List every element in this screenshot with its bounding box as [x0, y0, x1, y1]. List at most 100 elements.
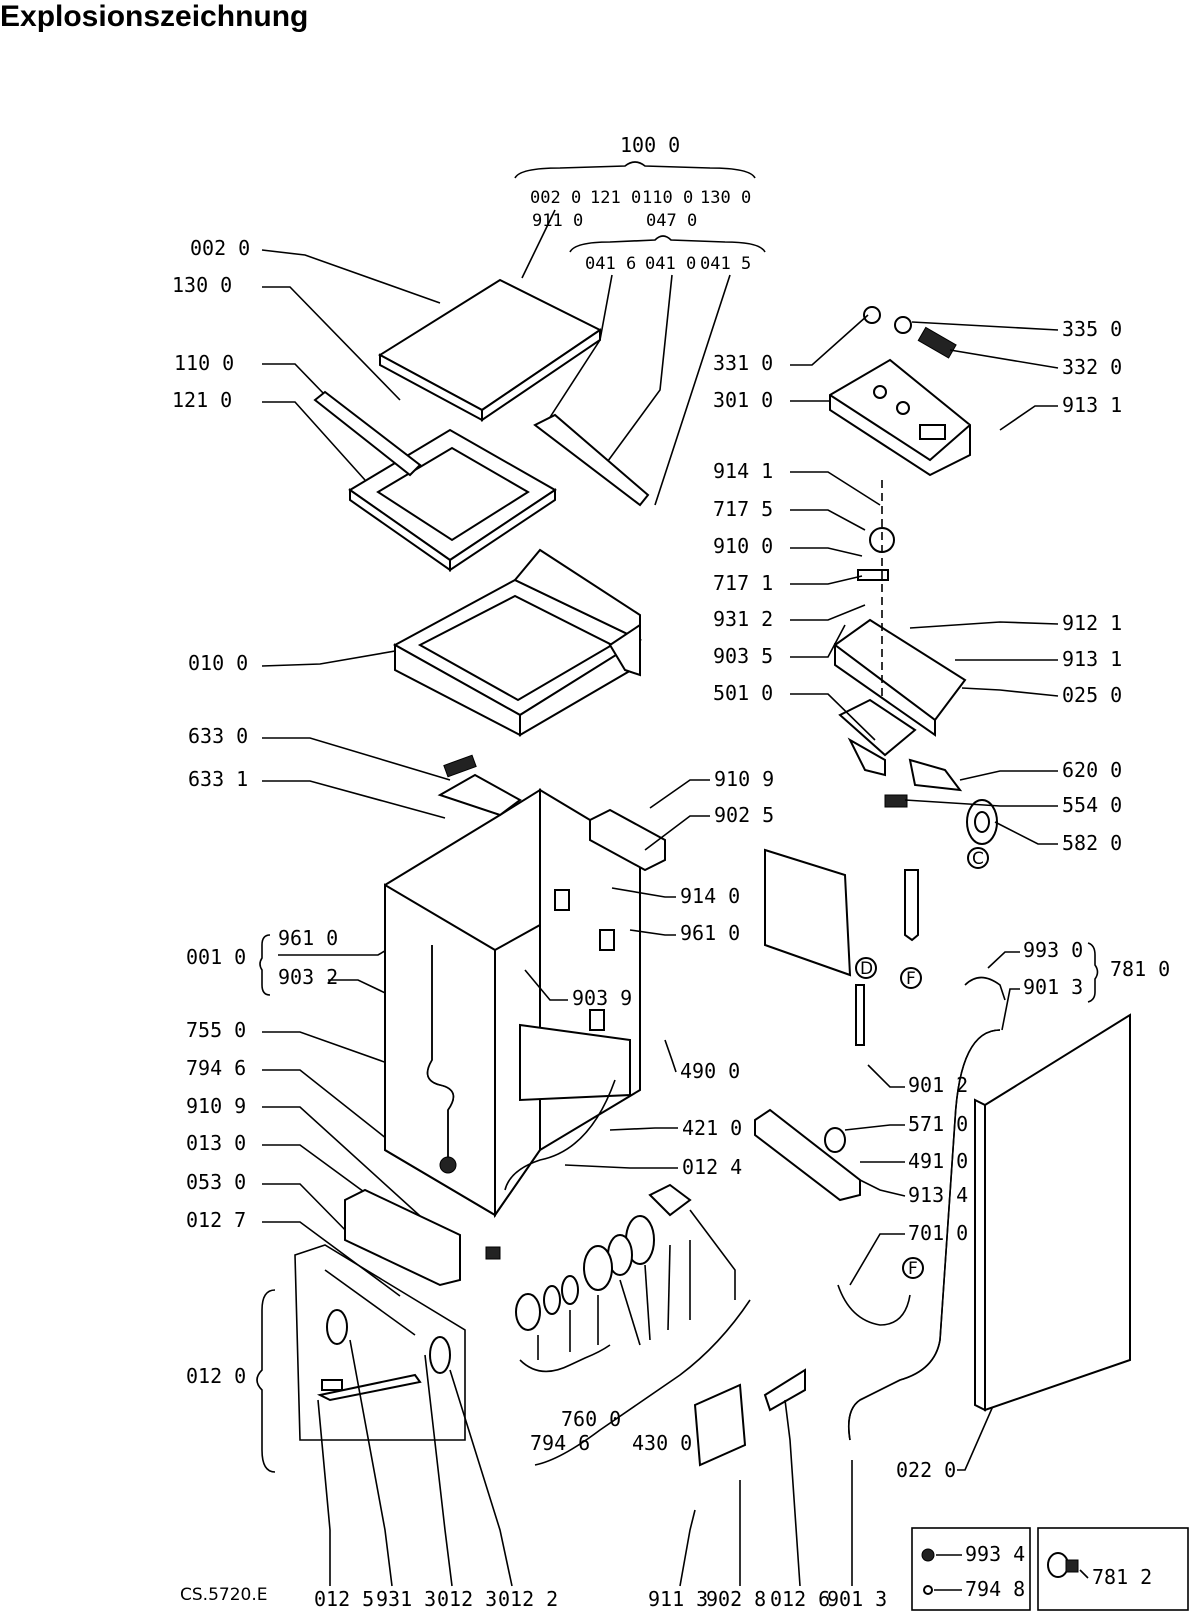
marker-label: C: [972, 849, 984, 869]
marker-label: F: [906, 969, 916, 989]
part-label: 491 0: [908, 1149, 968, 1173]
foot-part: [485, 1246, 501, 1260]
part-label: 903 5: [713, 644, 773, 668]
assembly-part-label: 002 0: [530, 188, 581, 208]
marker-label: F: [908, 1259, 918, 1279]
part-label: 421 0: [682, 1116, 742, 1140]
part-label: 901 3: [1023, 975, 1083, 999]
part-label: 760 0: [561, 1407, 621, 1431]
legend-code: 794 8: [965, 1577, 1025, 1601]
part-label: 993 0: [1023, 938, 1083, 962]
part-label: 332 0: [1062, 355, 1122, 379]
assembly-part-label: 041 5: [700, 254, 751, 274]
pulley-group: [294, 1244, 466, 1441]
assembly-part-label: 911 0: [532, 211, 583, 231]
part-label: 001 0: [186, 945, 246, 969]
part-label: 130 0: [172, 273, 232, 297]
sub-brace: [569, 235, 766, 253]
part-label: 012 2: [498, 1587, 558, 1611]
part-label: 913 1: [1062, 647, 1122, 671]
part-label: 025 0: [1062, 683, 1122, 707]
part-label: 633 1: [188, 767, 248, 791]
part-label: 012 0: [186, 1364, 246, 1388]
right-labels: 331 0 301 0 335 0 332 0 913 1 914 1 717 …: [713, 317, 1170, 1482]
bracket-part: [437, 773, 522, 817]
part-label: 121 0: [172, 388, 232, 412]
assembly-part-label: 041 6: [585, 254, 636, 274]
part-label: 911 3: [648, 1587, 708, 1611]
side-panel-part: [764, 848, 852, 977]
assembly-part-label: 121 0: [590, 188, 641, 208]
rear-bracket-part: [589, 808, 666, 872]
part-label: 931 2: [713, 607, 773, 631]
assembly-part-label: 110 0: [642, 188, 693, 208]
assembly-brace: [514, 161, 756, 179]
part-label: 620 0: [1062, 758, 1122, 782]
part-label: 301 0: [713, 388, 773, 412]
legend-code: 993 4: [965, 1542, 1025, 1566]
part-label: 903 2: [278, 965, 338, 989]
center-labels: 910 9 902 5 914 0 961 0 903 9 490 0 421 …: [572, 767, 774, 1179]
part-label: 022 0: [896, 1458, 956, 1482]
part-label: 012 7: [186, 1208, 246, 1232]
part-label: 755 0: [186, 1018, 246, 1042]
part-label: 002 0: [190, 236, 250, 260]
part-label: 901 3: [827, 1587, 887, 1611]
part-label: 012 5: [314, 1587, 374, 1611]
part-label: 053 0: [186, 1170, 246, 1194]
part-label: 912 1: [1062, 611, 1122, 635]
part-label: 701 0: [908, 1221, 968, 1245]
part-label: 913 1: [1062, 393, 1122, 417]
part-label: 012 6: [770, 1587, 830, 1611]
part-label: 910 9: [714, 767, 774, 791]
legend: 993 4 794 8 781 2: [911, 1527, 1189, 1611]
part-label: 335 0: [1062, 317, 1122, 341]
marker-circles: C D F F: [855, 847, 989, 1279]
left-labels: 002 0 130 0 110 0 121 0 010 0 633 0 633 …: [172, 236, 338, 1388]
valve-bracket-part: [754, 1108, 861, 1202]
part-label: 910 9: [186, 1094, 246, 1118]
electronics-module-part: [833, 480, 967, 808]
drawing-code: CS.5720.E: [180, 1585, 267, 1605]
marker-label: D: [860, 959, 873, 979]
assembly-part-label: 041 0: [645, 254, 696, 274]
part-label: 961 0: [278, 926, 338, 950]
part-label: 910 0: [713, 534, 773, 558]
assembly-part-label: 047 0: [646, 211, 697, 231]
hose-bend-part: [964, 976, 1006, 1001]
pump-part: [515, 1183, 692, 1331]
part-label: 013 0: [186, 1131, 246, 1155]
part-label: 914 0: [680, 884, 740, 908]
part-label: 913 4: [908, 1183, 968, 1207]
part-label: 794 6: [186, 1056, 246, 1080]
part-label: 331 0: [713, 351, 773, 375]
assembly-top-label: 100 0: [620, 133, 680, 157]
damper-part: [904, 869, 919, 942]
assembly-part-label: 130 0: [700, 188, 751, 208]
valve-part: [824, 1127, 846, 1153]
cabinet-part: [384, 788, 641, 1219]
top-frame-part: [392, 548, 643, 737]
part-label: 931 3: [376, 1587, 436, 1611]
rod-part: [855, 984, 865, 1046]
page-title: Explosionszeichnung: [0, 0, 309, 33]
part-label: 571 0: [908, 1112, 968, 1136]
control-panel-part: [829, 306, 971, 477]
bottom-bracket-part: [693, 1383, 747, 1467]
base-cover-part: [344, 1188, 461, 1287]
part-label: 902 5: [714, 803, 774, 827]
part-label: 961 0: [680, 921, 740, 945]
inlet-hose-part: [837, 1284, 911, 1326]
part-label: 012 4: [682, 1155, 742, 1179]
lid-frame-part: [313, 390, 557, 572]
part-label: 902 8: [706, 1587, 766, 1611]
lid-part: [378, 278, 602, 422]
part-label: 633 0: [188, 724, 248, 748]
mount-part: [763, 1368, 806, 1412]
hinge-part: [533, 413, 650, 507]
bottom-labels: 012 5 931 3 012 3 012 2 760 0 794 6 430 …: [314, 1407, 887, 1611]
part-label: 903 9: [572, 986, 632, 1010]
part-label: 781 0: [1110, 957, 1170, 981]
part-label: 717 5: [713, 497, 773, 521]
